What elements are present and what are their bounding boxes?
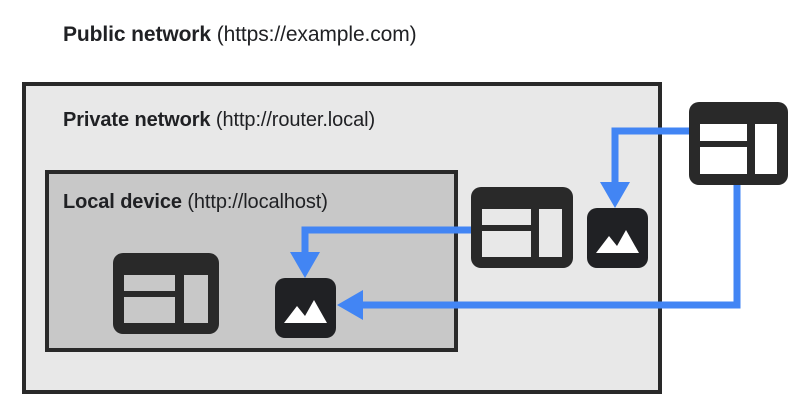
private-network-name: Private network — [63, 109, 211, 131]
public-network-label: Public network (https://example.com) — [63, 24, 417, 45]
private-network-label: Private network (http://router.local) — [63, 110, 375, 130]
public-network-url: (https://example.com) — [216, 23, 417, 46]
browser-window-icon — [689, 102, 788, 185]
public-network-name: Public network — [63, 23, 211, 46]
browser-window-icon — [113, 253, 219, 334]
browser-window-icon — [471, 187, 573, 268]
image-icon — [275, 278, 336, 338]
local-device-url: (http://localhost) — [187, 191, 328, 213]
private-network-url: (http://router.local) — [215, 109, 376, 131]
local-device-label: Local device (http://localhost) — [63, 192, 328, 212]
image-icon — [587, 208, 648, 268]
local-device-name: Local device — [63, 191, 182, 213]
